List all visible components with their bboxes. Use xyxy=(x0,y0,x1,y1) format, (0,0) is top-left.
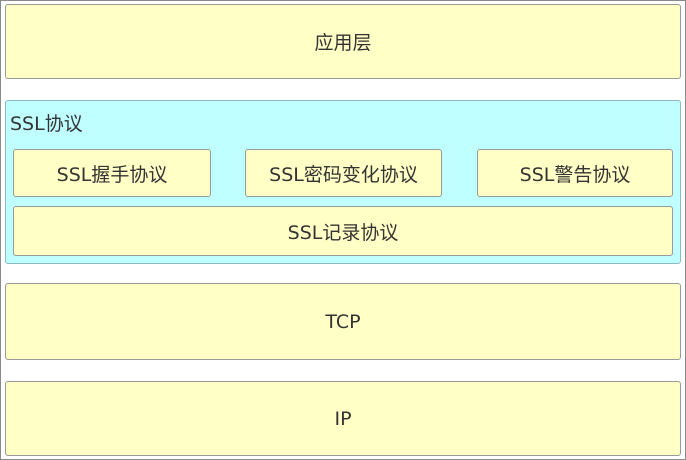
ssl-change-cipher-label: SSL密码变化协议 xyxy=(269,163,418,186)
application-layer-box: 应用层 xyxy=(5,4,681,79)
ssl-protocol-title: SSL协议 xyxy=(10,113,83,135)
tcp-layer-box: TCP xyxy=(5,283,681,360)
ip-layer-box: IP xyxy=(5,381,681,456)
application-layer-label: 应用层 xyxy=(314,32,372,54)
ssl-protocol-group: SSL协议 SSL握手协议 SSL密码变化协议 SSL警告协议 SSL记录协议 xyxy=(5,100,681,264)
ip-layer-label: IP xyxy=(334,407,352,430)
ssl-change-cipher-box: SSL密码变化协议 xyxy=(245,149,442,197)
ssl-alert-box: SSL警告协议 xyxy=(477,149,673,197)
ssl-record-label: SSL记录协议 xyxy=(287,221,399,244)
ssl-record-box: SSL记录协议 xyxy=(13,206,673,256)
ssl-handshake-label: SSL握手协议 xyxy=(56,163,168,186)
ssl-alert-label: SSL警告协议 xyxy=(519,163,631,186)
tcp-layer-label: TCP xyxy=(325,310,361,333)
ssl-handshake-box: SSL握手协议 xyxy=(13,149,211,197)
